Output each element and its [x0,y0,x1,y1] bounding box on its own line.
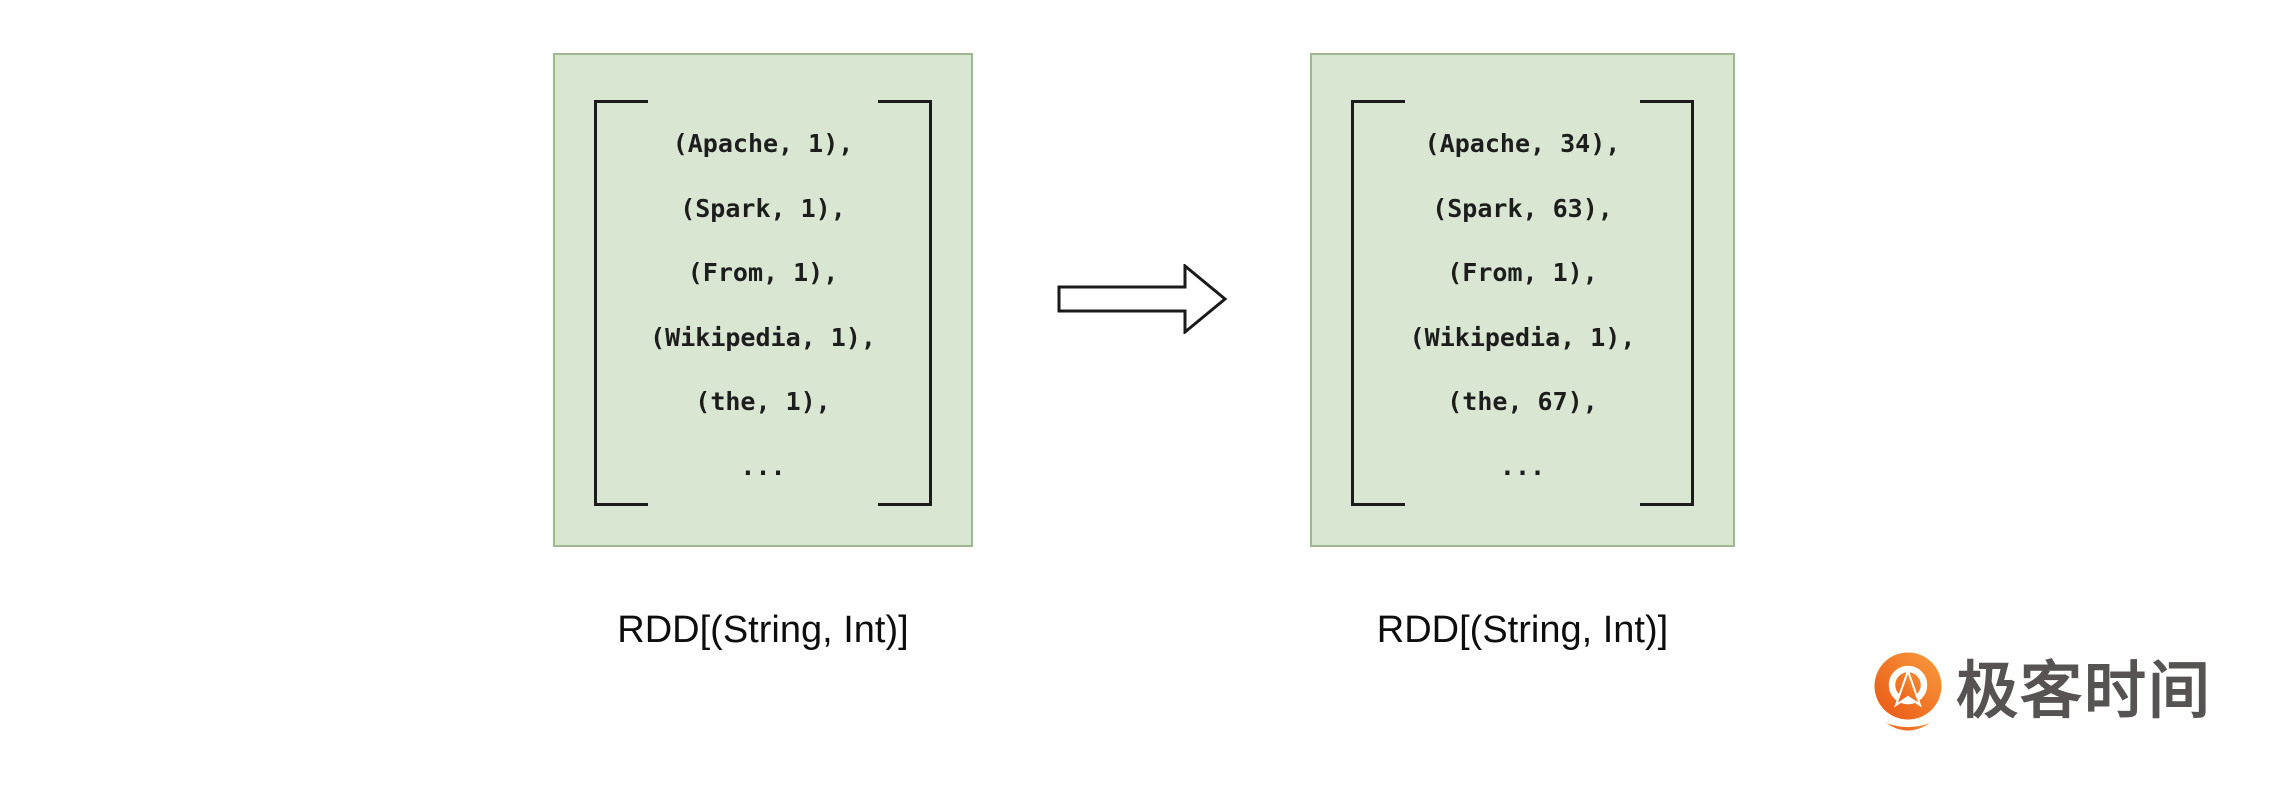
tuple-row: (the, 67), [1447,387,1598,417]
rdd-box-before: (Apache, 1), (Spark, 1), (From, 1), (Wik… [553,53,973,547]
tuple-row: (Spark, 1), [680,193,846,223]
right-bracket [878,100,932,506]
geektime-pin-icon [1874,652,1942,731]
matrix-bracket-area: (Apache, 1), (Spark, 1), (From, 1), (Wik… [594,100,932,506]
tuple-row: (Spark, 63), [1432,193,1613,223]
left-bracket [1351,100,1405,506]
tuple-row: (Wikipedia, 1), [1409,322,1636,352]
matrix-bracket-area: (Apache, 34), (Spark, 63), (From, 1), (W… [1351,100,1694,506]
tuple-row-ellipsis: ... [740,451,786,481]
tuple-row: (From, 1), [1447,258,1598,288]
geektime-logo-text: 极客时间 [1956,654,2213,727]
tuple-row: (Apache, 1), [672,129,854,158]
right-bracket [1640,100,1694,506]
rdd-type-label-before: RDD[(String, Int)] [617,609,909,651]
left-bracket [594,100,648,506]
tuple-row-ellipsis: ... [1499,451,1546,481]
tuple-row: (the, 1), [695,387,831,417]
tuple-list: (Apache, 34), (Spark, 63), (From, 1), (W… [1361,103,1684,503]
tuple-row: (From, 1), [687,258,839,288]
tuple-row: (Apache, 34), [1424,129,1621,158]
geektime-logo: 极客时间 [1874,652,2212,736]
transform-arrow-icon [1057,264,1228,334]
rdd-box-after: (Apache, 34), (Spark, 63), (From, 1), (W… [1310,53,1735,547]
tuple-list: (Apache, 1), (Spark, 1), (From, 1), (Wik… [604,103,922,503]
tuple-row: (Wikipedia, 1), [650,322,876,352]
rdd-type-label-after: RDD[(String, Int)] [1376,609,1669,651]
